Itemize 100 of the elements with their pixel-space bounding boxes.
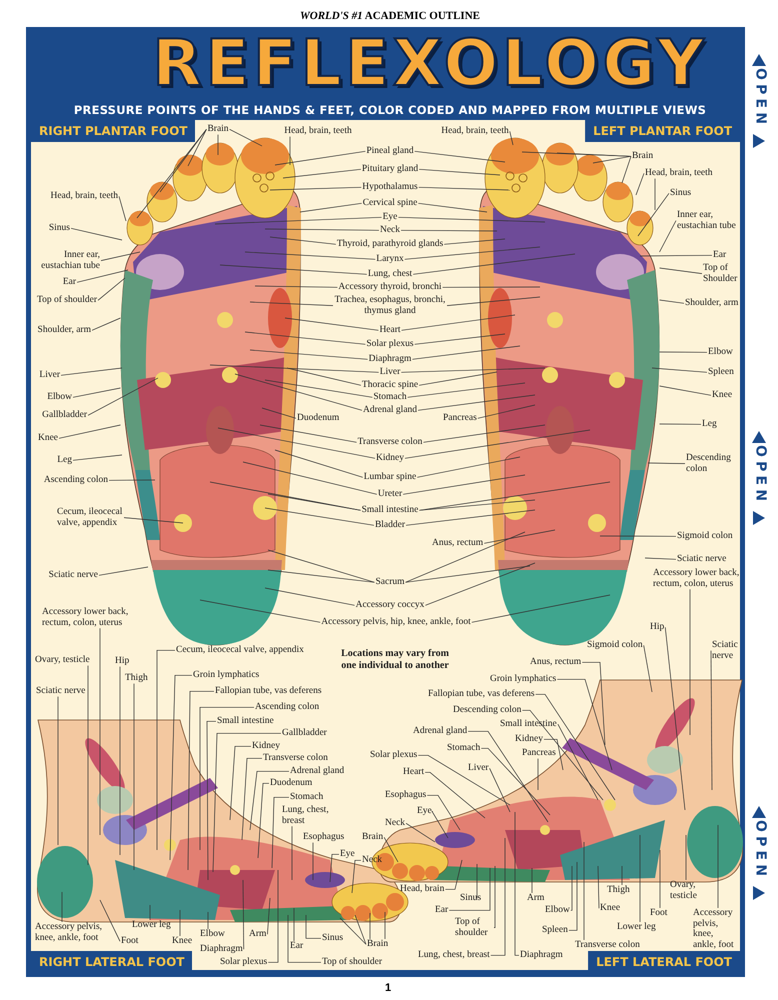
part-label: Shoulder, arm (685, 298, 738, 309)
open-tab-label: OPEN (752, 445, 770, 506)
leader-line (592, 156, 632, 164)
part-label: Heart (379, 325, 401, 336)
leader-line (405, 566, 530, 583)
part-label: Eye (340, 849, 355, 860)
part-label: Neck (362, 855, 382, 866)
leader-line (258, 782, 270, 858)
leader-line (489, 768, 510, 812)
part-label: Anus, rectum (530, 657, 582, 668)
part-label: Ear (713, 250, 726, 261)
note: Locations may vary from one individual to another (340, 648, 450, 672)
part-label: Inner ear, eustachian tube (28, 250, 100, 272)
part-label: Anus, rectum (432, 538, 484, 549)
part-label: Leg (57, 455, 72, 466)
leader-line (468, 730, 548, 822)
leader-line (250, 770, 290, 830)
part-label: Ovary, testicle (670, 880, 708, 902)
leader-line (108, 480, 156, 481)
part-label: Descending colon (686, 453, 731, 474)
part-label: Sigmoid colon (677, 531, 733, 542)
leader-line (643, 644, 652, 692)
leader-line (218, 428, 376, 459)
leader-line (659, 386, 712, 396)
leader-line (664, 626, 686, 810)
leader-line (659, 220, 676, 252)
part-label: Lung, chest (368, 269, 412, 280)
part-label: Cecum, ileocecal valve, appendix (57, 507, 123, 528)
leader-line (404, 246, 540, 260)
leader-line (556, 152, 632, 157)
leader-line (76, 270, 128, 283)
part-label: Kidney (515, 734, 543, 745)
part-label: Liver (39, 370, 60, 381)
part-label: Larynx (376, 254, 404, 265)
leader-line (92, 318, 121, 331)
part-label: Thoracic spine (362, 380, 418, 391)
part-label: Shoulder, arm (38, 325, 91, 336)
leader-line (418, 186, 510, 190)
leader-line (340, 918, 366, 945)
part-label: Esophagus (385, 790, 426, 801)
leader-line (477, 404, 536, 419)
section-tab: RIGHT LATERAL FOOT (31, 951, 192, 973)
open-tab-label: OPEN (752, 68, 770, 128)
part-label: Stomach (373, 392, 407, 403)
section-tab: LEFT LATERAL FOOT (588, 951, 740, 973)
part-label: Thigh (607, 885, 630, 896)
part-label: Thyroid, parathyroid glands (336, 239, 444, 250)
leader-line (254, 286, 338, 288)
leader-line (412, 254, 576, 275)
leader-line (242, 758, 262, 840)
part-label: Descending colon (453, 705, 522, 716)
leader-line (480, 748, 550, 816)
part-label: Fallopian tube, vas deferens (428, 689, 535, 700)
leader-line (418, 168, 500, 176)
leader-line (418, 372, 498, 386)
part-label: Top of Shoulder (703, 263, 745, 284)
part-label: Accessory pelvis, knee, ankle, foot (693, 908, 738, 950)
leader-line (210, 364, 380, 373)
part-label: Diaphragm (200, 944, 243, 955)
leader-line (58, 424, 121, 439)
part-label: Top of shoulder (322, 957, 382, 968)
leader-line (270, 186, 362, 190)
leader-line (268, 494, 361, 511)
part-label: Ascending colon (255, 702, 320, 713)
part-label: Sinus (48, 223, 70, 234)
section-tab: LEFT PLANTAR FOOT (585, 120, 740, 142)
part-label: Accessory lower back, rectum, colon, uterus (653, 568, 745, 590)
part-label: Elbow (545, 905, 570, 916)
leader-line (264, 588, 355, 606)
part-label: Liver (380, 367, 400, 378)
leader-line (384, 912, 386, 940)
leader-line (268, 870, 278, 963)
part-label: Foot (650, 908, 668, 919)
part-label: Hip (115, 656, 130, 667)
leader-line (494, 866, 496, 928)
leader-line (418, 754, 510, 806)
part-label: Elbow (708, 347, 733, 358)
part-label: Lung, chest, breast (418, 950, 490, 961)
leader-line (622, 156, 632, 184)
part-label: Sciatic nerve (677, 554, 726, 565)
leader-line (312, 842, 314, 880)
leader-line (598, 866, 600, 909)
leader-line (188, 128, 207, 166)
section-tab: RIGHT PLANTAR FOOT (31, 120, 196, 142)
leader-line (431, 810, 448, 838)
part-label: Small intestine (217, 716, 274, 727)
leader-line (72, 388, 121, 398)
part-label: Sinus (322, 933, 344, 944)
part-label: Transverse colon (575, 940, 640, 951)
part-label: Esophagus (303, 832, 344, 843)
leader-line (659, 424, 702, 425)
leader-line (484, 530, 556, 544)
part-label: Sinus (460, 893, 482, 904)
leader-line (170, 674, 192, 860)
leader-line (286, 368, 362, 386)
leader-line (568, 862, 578, 931)
leader-line (416, 456, 520, 478)
leader-line (98, 566, 148, 576)
leader-line (118, 196, 126, 222)
tagline: WORLD'S #1 ACADEMIC OUTLINE (300, 9, 480, 24)
